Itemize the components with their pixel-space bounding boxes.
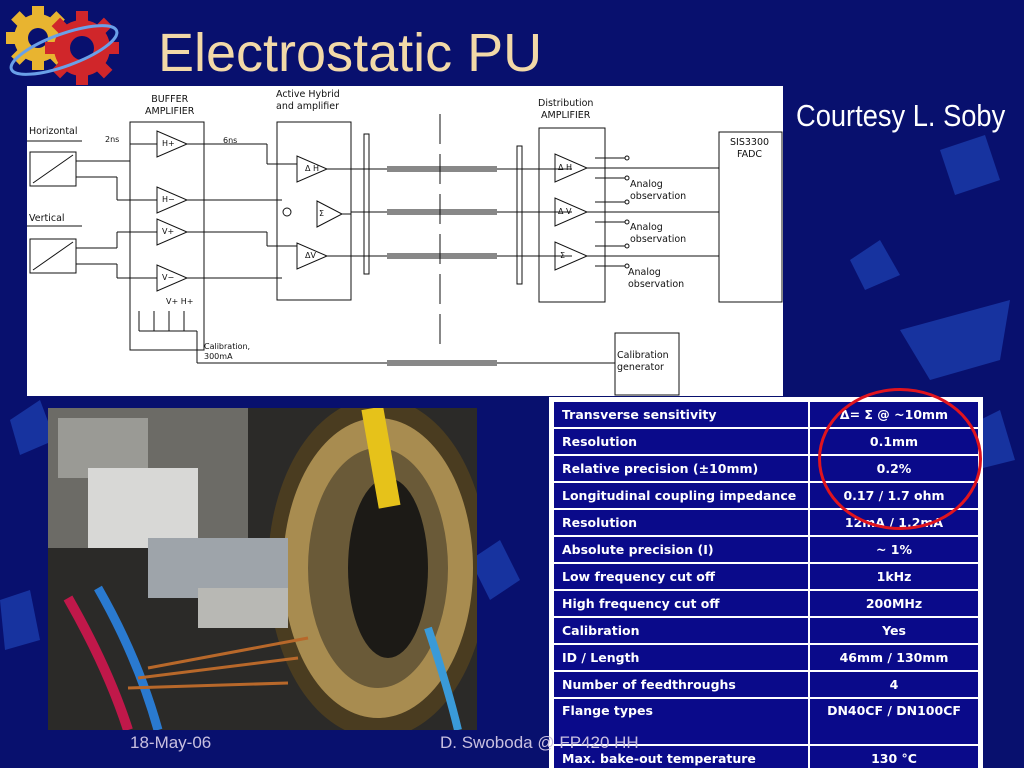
spec-parameter: Longitudinal coupling impedance bbox=[554, 483, 808, 508]
schematic-diagram: BUFFER AMPLIFIER Active Hybrid and ampli… bbox=[27, 86, 783, 396]
amp-h-plus-label: H+ bbox=[162, 139, 175, 148]
horizontal-label: Horizontal bbox=[29, 126, 78, 137]
spec-value: Yes bbox=[810, 618, 978, 643]
pickup-photo-image bbox=[48, 408, 477, 730]
spec-value: Δ= Σ @ ~10mm bbox=[810, 402, 978, 427]
spec-value: 4 bbox=[810, 672, 978, 697]
spec-parameter: High frequency cut off bbox=[554, 591, 808, 616]
amp-h-minus-label: H− bbox=[162, 195, 175, 204]
amp-v-minus-label: V− bbox=[162, 273, 175, 282]
courtesy-note: Courtesy L. Soby bbox=[796, 98, 1006, 133]
delay-6ns-label: 6ns bbox=[223, 136, 238, 145]
dist-delta-v-label: Δ V bbox=[558, 207, 572, 216]
calibration-generator-label: Calibration generator bbox=[617, 350, 669, 373]
vertical-label: Vertical bbox=[29, 213, 65, 224]
spec-value: 46mm / 130mm bbox=[810, 645, 978, 670]
analog-observation-1-label: Analog observation bbox=[630, 179, 687, 202]
spec-parameter: Relative precision (±10mm) bbox=[554, 456, 808, 481]
spec-value: 130 °C bbox=[810, 746, 978, 768]
hybrid-sigma-label: Σ bbox=[319, 209, 325, 218]
spec-parameter: Transverse sensitivity bbox=[554, 402, 808, 427]
spec-parameter: Resolution bbox=[554, 429, 808, 454]
amp-v-plus-label: V+ bbox=[162, 227, 175, 236]
calibration-current-label: Calibration, 300mA bbox=[204, 342, 251, 361]
spec-parameter: Number of feedthroughs bbox=[554, 672, 808, 697]
spec-value: 12mA / 1.2mA bbox=[810, 510, 978, 535]
spec-parameter: Absolute precision (I) bbox=[554, 537, 808, 562]
fadc-label: SIS3300 FADC bbox=[730, 137, 770, 160]
gear-logo-icon bbox=[6, 6, 119, 85]
hybrid-delta-h-label: Δ H bbox=[305, 164, 320, 173]
spec-value: DN40CF / DN100CF bbox=[810, 699, 978, 744]
switch-label: V+ H+ bbox=[166, 297, 194, 306]
active-hybrid-label: Active Hybrid and amplifier bbox=[276, 89, 340, 112]
hybrid-delta-v-label: ΔV bbox=[305, 251, 316, 260]
schematic-lines bbox=[27, 114, 783, 396]
table-row: Relative precision (±10mm)0.2% bbox=[554, 456, 978, 481]
analog-observation-3-label: Analog observation bbox=[628, 267, 685, 290]
delay-2ns-label: 2ns bbox=[105, 135, 120, 144]
spec-value: 0.2% bbox=[810, 456, 978, 481]
spec-value: 200MHz bbox=[810, 591, 978, 616]
spec-value: 1kHz bbox=[810, 564, 978, 589]
buffer-amplifier-label: BUFFER AMPLIFIER bbox=[145, 94, 195, 117]
spec-parameter: Flange types bbox=[554, 699, 808, 744]
spec-parameter: Resolution bbox=[554, 510, 808, 535]
footer-date: 18-May-06 bbox=[130, 733, 212, 752]
spec-parameter: Max. bake-out temperature bbox=[554, 746, 808, 768]
spec-parameter: Low frequency cut off bbox=[554, 564, 808, 589]
slide-title: Electrostatic PU bbox=[158, 23, 543, 83]
dist-sigma-label: Σ bbox=[560, 251, 566, 260]
distribution-amplifier-label: Distribution AMPLIFIER bbox=[538, 98, 594, 121]
table-row: Absolute precision (I)~ 1% bbox=[554, 537, 978, 562]
dist-delta-h-label: Δ H bbox=[558, 163, 573, 172]
pickup-photo bbox=[48, 408, 477, 730]
spec-value: ~ 1% bbox=[810, 537, 978, 562]
spec-value: 0.1mm bbox=[810, 429, 978, 454]
analog-observation-2-label: Analog observation bbox=[630, 222, 687, 245]
footer-author: D. Swoboda @ FP420 HH bbox=[440, 733, 639, 752]
spec-parameter: Calibration bbox=[554, 618, 808, 643]
spec-parameter: ID / Length bbox=[554, 645, 808, 670]
spec-value: 0.17 / 1.7 ohm bbox=[810, 483, 978, 508]
